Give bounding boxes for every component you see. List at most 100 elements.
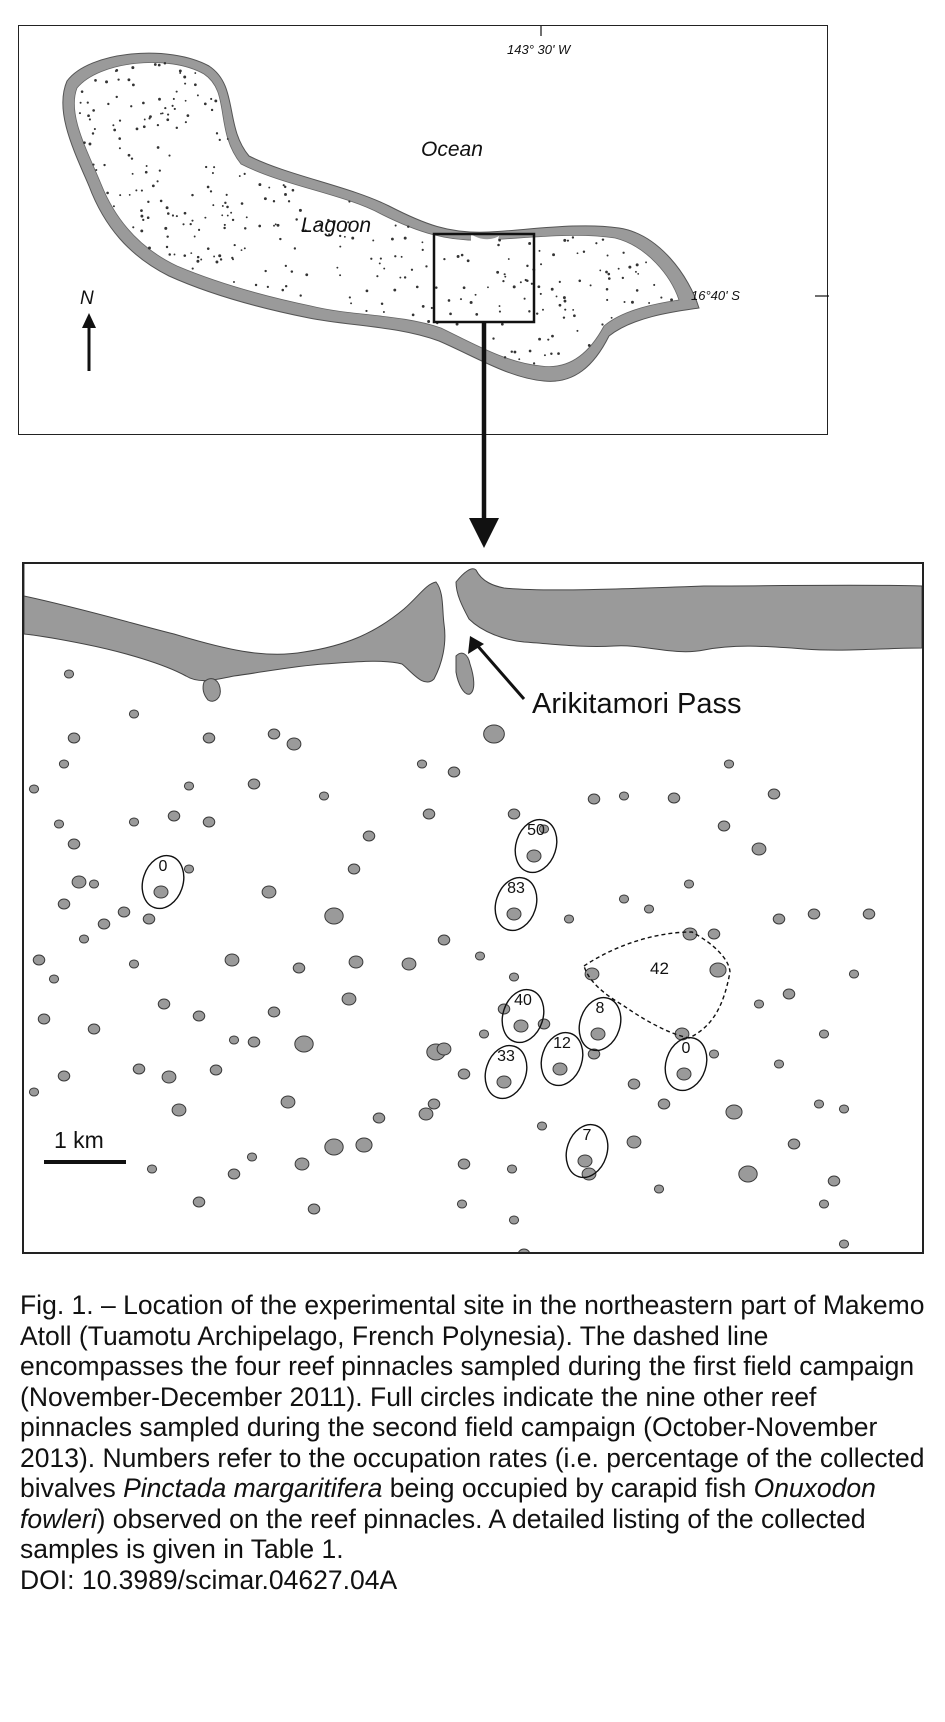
lagoon-dot [601, 323, 604, 326]
lagoon-dot [348, 296, 351, 299]
lagoon-dot [287, 200, 291, 203]
caption-doi: DOI: 10.3989/scimar.04627.04A [20, 1564, 398, 1595]
lagoon-dot [512, 285, 516, 289]
lagoon-dot [191, 193, 194, 197]
reef-pinnacle [183, 781, 195, 791]
lagoon-dot [339, 245, 342, 248]
reef-pinnacle [28, 1087, 40, 1097]
lagoon-dot [168, 253, 171, 256]
lagoon-dot [498, 305, 501, 308]
lagoon-dot [223, 223, 226, 226]
lagoon-dot [281, 288, 285, 292]
lagoon-dot [421, 241, 424, 244]
lagoon-dot [645, 261, 647, 264]
lagoon-dot [175, 90, 178, 93]
reef-pinnacle [708, 1049, 720, 1059]
lagoon-dot [291, 188, 295, 192]
lagoon-dot [158, 169, 161, 172]
lagoon-dot [175, 215, 178, 218]
lagoon-dot [391, 237, 394, 241]
reef-pinnacle [538, 824, 550, 834]
lagoon-dot [343, 235, 346, 238]
lagoon-dot [558, 280, 561, 283]
reef-pinnacle [773, 1059, 785, 1069]
lagoon-dot [196, 94, 199, 97]
atoll-pass [471, 234, 499, 247]
reef-pinnacle [653, 1184, 665, 1194]
reef-pinnacles [28, 669, 876, 1252]
reef-pinnacle [427, 1098, 441, 1110]
reef-pinnacle [767, 788, 781, 800]
lagoon-dot [254, 283, 258, 287]
lagoon-dot [131, 66, 135, 70]
lagoon-dot [376, 275, 379, 278]
reef-pinnacle [362, 830, 376, 842]
reef-pinnacle [324, 907, 344, 925]
lagoon-dot [164, 106, 167, 110]
lagoon-dot [166, 118, 170, 122]
reef-pinnacle [418, 1107, 434, 1121]
connector-arrowhead [469, 518, 499, 548]
lagoon-dot [564, 308, 567, 311]
reef-pinnacle [657, 1098, 671, 1110]
lagoon-dot [92, 109, 95, 112]
lagoon-dot [528, 310, 531, 313]
lagoon-dot [266, 285, 269, 288]
reef-pinnacle [818, 1029, 830, 1039]
lagoon-dot [383, 267, 386, 270]
lagoon-dot [183, 254, 187, 257]
lagoon-dot [284, 284, 288, 288]
lagoon-dot [410, 268, 414, 271]
lagoon-dot [460, 253, 464, 257]
lagoon-dot [295, 218, 298, 221]
lagoon-dot [660, 296, 663, 299]
lagoon-dot [552, 253, 555, 257]
caption-species-1: Pinctada margaritifera [123, 1473, 383, 1503]
lagoon-dot [555, 295, 558, 298]
lagoon-dot [350, 302, 353, 305]
lagoon-dot [140, 214, 144, 218]
lagoon-dot [507, 258, 510, 260]
lagoon-dot [233, 243, 236, 247]
lagoon-pinnacle-dots [78, 61, 674, 365]
sampled-pinnacle-circle [540, 1031, 584, 1087]
lagoon-dot [191, 219, 194, 222]
reef-pinnacle [725, 1104, 743, 1120]
lagoon-dot [606, 254, 609, 257]
lagoon-dot [93, 127, 96, 131]
lagoon-dot [215, 260, 219, 264]
lagoon-dot [226, 138, 229, 140]
lagoon-dot [607, 272, 611, 276]
lagoon-dot [87, 114, 90, 118]
lagoon-dot [400, 255, 403, 258]
first-campaign-boundary [583, 931, 731, 1039]
reef-pinnacle [71, 875, 87, 889]
reef-pinnacle [348, 955, 364, 969]
lagoon-dot [179, 72, 182, 74]
lagoon-label: Lagoon [301, 214, 372, 237]
lagoon-dot [540, 263, 543, 266]
lagoon-dot [245, 216, 248, 219]
lagoon-dot [305, 273, 309, 277]
reef-pinnacle [32, 954, 46, 966]
lagoon-dot [178, 69, 182, 73]
lagoon-dot [151, 184, 155, 188]
lagoon-dot [572, 308, 575, 311]
lagoon-dot [171, 214, 175, 217]
reef-pinnacle [88, 879, 100, 889]
lagoon-dot [214, 99, 218, 103]
lagoon-dot [175, 126, 178, 130]
lagoon-dot [130, 157, 134, 160]
lagoon-dot [132, 226, 135, 229]
lagoon-dot [146, 216, 150, 219]
lagoon-dot [518, 358, 521, 361]
lagoon-dot [498, 310, 501, 313]
reef-pinnacle [751, 842, 767, 856]
reef-pinnacle [37, 1013, 51, 1025]
reef-pinnacle [132, 1063, 146, 1075]
lagoon-dot [282, 184, 285, 187]
lagoon-dot [263, 197, 267, 201]
lagoon-dot [605, 270, 608, 274]
lagoon-dot [403, 276, 407, 279]
lagoon-dot [196, 255, 200, 259]
